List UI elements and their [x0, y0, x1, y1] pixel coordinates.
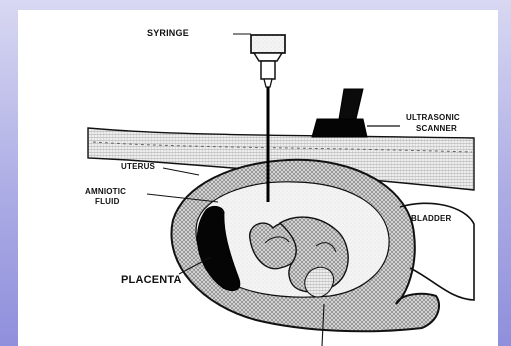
uterus-label: UTERUS — [121, 162, 156, 171]
amniocentesis-diagram: SYRINGE ULTRASONIC SCANNER UTERUS AMNIOT… — [18, 10, 498, 346]
amniotic-label-line-1: AMNIOTIC — [85, 187, 126, 196]
syringe-label: SYRINGE — [147, 28, 189, 38]
ultrasonic-scanner — [312, 89, 400, 137]
placenta-label: PLACENTA — [121, 274, 182, 286]
diagram-panel: SYRINGE ULTRASONIC SCANNER UTERUS AMNIOT… — [18, 10, 498, 346]
ultrasonic-label-line-1: ULTRASONIC — [406, 113, 460, 122]
ultrasonic-label-line-2: SCANNER — [416, 124, 457, 133]
bladder-label: BLADDER — [411, 214, 452, 223]
amniotic-label-line-2: FLUID — [95, 197, 120, 206]
